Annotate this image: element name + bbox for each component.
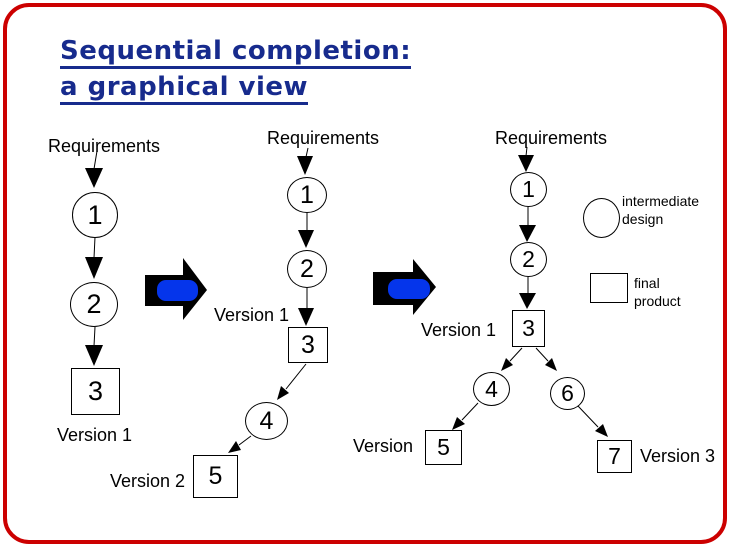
tree3-version1-label: Version 1 [421, 320, 497, 340]
legend-intermediate-label: intermediate design [622, 192, 699, 228]
page-title: Sequential completion: a graphical view [60, 36, 412, 108]
tree3-arrowhead-icon [518, 155, 534, 172]
tree2-connector-line [285, 363, 307, 390]
tree1-connector-line [93, 236, 96, 259]
tree1-arrowhead-icon [85, 345, 103, 366]
tree1-version1-label: Version 1 [57, 425, 133, 445]
tree3-arrowhead-icon [545, 358, 557, 371]
flow-arrow-2-blue-bar [388, 279, 430, 299]
tree2-node-square-3: 3 [288, 327, 328, 363]
page-title-line2: a graphical view [60, 73, 309, 105]
tree1-connector-line [93, 326, 96, 347]
tree2-arrowhead-icon [298, 230, 314, 248]
tree3-arrowhead-icon [452, 417, 465, 430]
tree2-version1-label: Version 1 [214, 305, 290, 325]
tree3-node-circle-6: 6 [550, 377, 585, 410]
tree3-connectors [452, 146, 608, 437]
tree3-node-square-5: 5 [425, 430, 462, 465]
tree1-connectors [85, 150, 103, 366]
tree2-requirements-label: Requirements [267, 128, 380, 148]
tree1-arrowhead-icon [85, 257, 103, 279]
tree3-connector-line [509, 347, 523, 362]
tree3-arrowhead-icon [501, 358, 513, 371]
tree1-arrowhead-icon [85, 168, 103, 188]
tree1-node-square-3: 3 [71, 368, 120, 415]
tree3-connector-line [577, 405, 599, 428]
tree3-arrowhead-icon [519, 225, 536, 242]
legend-intermediate-line1: intermediate [622, 193, 700, 209]
flow-arrow-1-blue-bar [157, 280, 198, 301]
tree3-connector-line [461, 402, 479, 421]
tree3-requirements-label: Requirements [495, 128, 608, 148]
tree3-node-circle-1: 1 [510, 172, 547, 207]
tree1-connector-line [93, 150, 98, 170]
legend-final-square [590, 273, 628, 303]
tree2-node-circle-2: 2 [287, 250, 327, 288]
tree2-arrowhead-icon [277, 386, 289, 400]
tree3-node-square-7: 7 [597, 440, 632, 473]
tree2-node-circle-1: 1 [287, 177, 327, 213]
tree3-node-circle-4: 4 [473, 372, 510, 406]
legend-intermediate-circle [583, 198, 620, 238]
tree3-arrowhead-icon [595, 424, 608, 437]
legend-final-line2: product [634, 293, 681, 309]
tree2-arrowhead-icon [298, 308, 314, 326]
tree1-node-circle-2: 2 [70, 282, 118, 327]
page-title-line1: Sequential completion: [60, 37, 412, 69]
tree3-version3-label: Version 3 [640, 446, 716, 466]
tree2-arrowhead-icon [297, 156, 313, 175]
legend-final-label: final product [634, 274, 681, 310]
tree2-connectors [228, 147, 314, 453]
flow-arrow-1-icon [145, 258, 207, 320]
tree3-node-square-3: 3 [512, 310, 545, 347]
tree1-node-circle-1: 1 [72, 192, 118, 238]
tree3-connector-line [535, 347, 549, 362]
tree3-version2-label: Version [353, 436, 414, 456]
legend-final-line1: final [634, 275, 660, 291]
tree2-connector-line [305, 147, 309, 158]
flow-arrow-2-icon [373, 259, 436, 315]
tree2-arrowhead-icon [228, 441, 241, 453]
tree2-node-square-5: 5 [193, 455, 238, 498]
tree2-connector-line [238, 435, 252, 446]
tree3-node-circle-2: 2 [510, 242, 547, 277]
tree3-arrowhead-icon [519, 293, 536, 309]
tree1-requirements-label: Requirements [48, 136, 161, 156]
legend-intermediate-line2: design [622, 211, 664, 227]
tree2-node-circle-4: 4 [245, 402, 288, 440]
tree3-connector-line [525, 146, 528, 157]
tree2-version2-label: Version 2 [110, 471, 186, 491]
